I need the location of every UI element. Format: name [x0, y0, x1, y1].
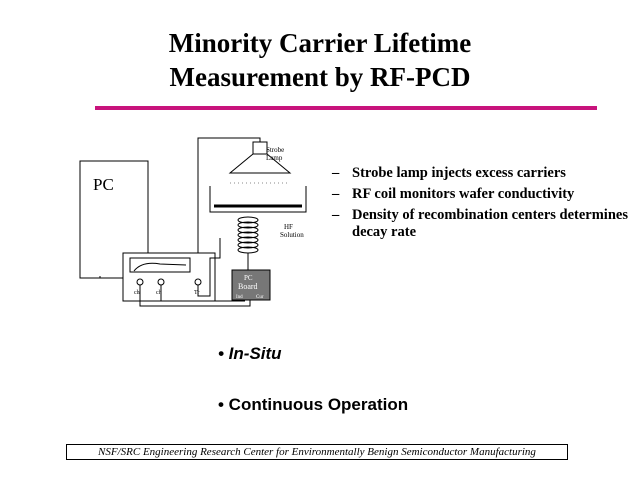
scope-port-3-label: Tr [194, 290, 199, 296]
bullet-marker: – [332, 207, 340, 223]
title-line-1: Minority Carrier Lifetime [168, 28, 472, 58]
pc-label: PC [93, 175, 114, 194]
board-label-2: Board [238, 282, 258, 291]
list-item: – RF coil monitors wafer conductivity [332, 186, 632, 203]
scope-port-2-label: ch [156, 290, 162, 296]
title-divider [95, 106, 597, 110]
bullet-text: RF coil monitors wafer conductivity [352, 186, 575, 202]
cable-trigger [197, 238, 221, 297]
cable-scope-board-1 [139, 285, 251, 307]
bullet-marker: – [332, 186, 340, 202]
point-in-situ: • In-Situ [218, 344, 282, 363]
scope-screen [129, 257, 191, 273]
bullet-text: Density of recombination centers determi… [352, 207, 628, 240]
rf-pcd-setup-diagram: PC ch ch Tr Strobe Lamp HF Solution PC B… [79, 137, 307, 307]
cable-trigger-lamp [197, 137, 261, 253]
bullet-list: – Strobe lamp injects excess carriers – … [332, 165, 632, 245]
scope-port-2-icon [157, 278, 165, 286]
point-continuous-operation: • Continuous Operation [218, 395, 409, 414]
footer-credit: NSF/SRC Engineering Research Center for … [66, 444, 568, 460]
bullet-text: Strobe lamp injects excess carriers [352, 165, 566, 181]
hf-label-2: Solution [280, 231, 304, 239]
title-line-2: Measurement by RF-PCD [169, 62, 471, 92]
cable-scope-board-2 [160, 285, 245, 302]
board-port-2: Cur [256, 295, 264, 300]
list-item: – Strobe lamp injects excess carriers [332, 165, 632, 182]
pc-board [231, 269, 271, 301]
hf-tank [209, 186, 307, 213]
scope-port-1-icon [136, 278, 144, 286]
strobe-lamp-head [252, 141, 268, 155]
hf-label-1: HF [284, 223, 293, 231]
decay-trace [133, 262, 187, 272]
strobe-label-1: Strobe [266, 146, 284, 154]
bullet-marker: – [332, 165, 340, 181]
rf-coil-icon [237, 216, 259, 270]
board-label-1: PC [244, 274, 253, 282]
board-port-1: Ind [236, 295, 243, 300]
scope-port-3-icon [194, 278, 202, 286]
slide-title: Minority Carrier Lifetime Measurement by… [0, 26, 640, 94]
strobe-lamp-icon [228, 153, 292, 174]
list-item: – Density of recombination centers deter… [332, 207, 632, 241]
scope-port-1-label: ch [134, 290, 140, 296]
strobe-label-2: Lamp [266, 154, 283, 162]
